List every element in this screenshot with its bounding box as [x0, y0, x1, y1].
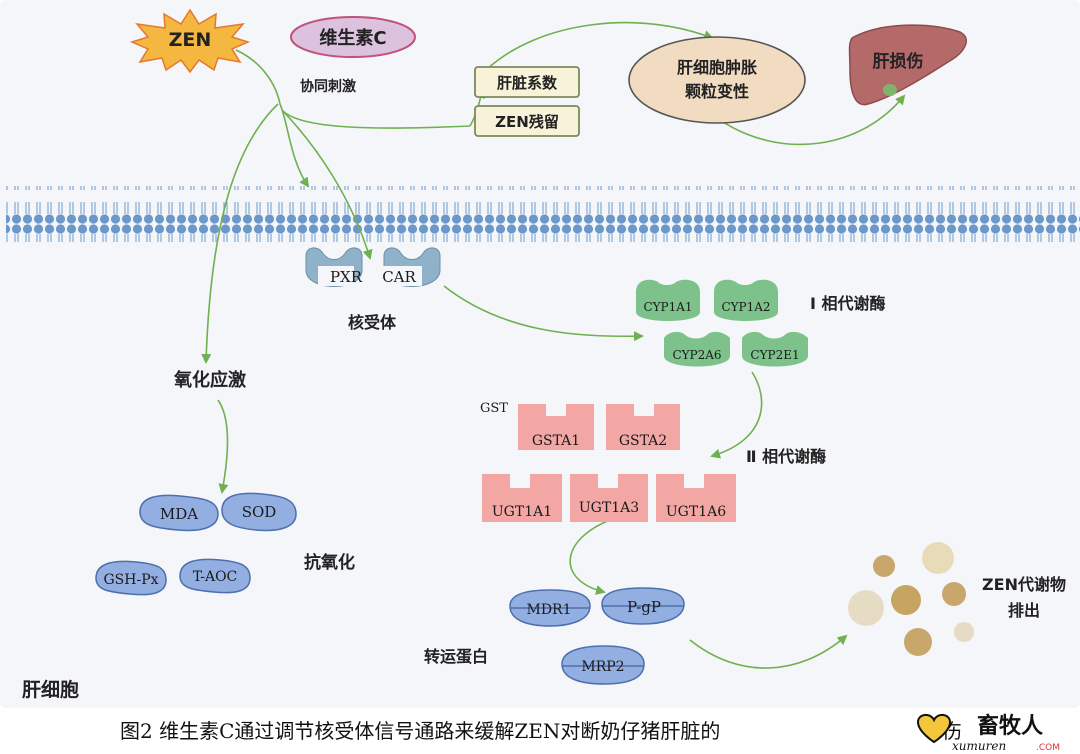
enzyme-t-aoc: T-AOC	[179, 558, 251, 594]
cell-swelling-line2: 颗粒变性	[685, 82, 749, 101]
arrow-to-excretion	[689, 634, 848, 669]
nuclear-receptor-label: 核受体	[348, 313, 397, 332]
receptor-car: CAR	[378, 247, 441, 287]
svg-text:MDA: MDA	[160, 505, 198, 523]
zen-residue-box: ZEN残留	[474, 105, 580, 137]
transport-proteins: MDR1 P-gP MRP2	[509, 587, 685, 685]
cell-swelling-line1: 肝细胞肿胀	[677, 58, 757, 77]
svg-text:UGT1A1: UGT1A1	[492, 504, 552, 520]
svg-text:GSTA1: GSTA1	[532, 433, 580, 449]
metabolite-spheres	[848, 542, 974, 656]
figure-caption: 图2 维生素C通过调节核受体信号通路来缓解ZEN对断奶仔猪肝脏的	[120, 719, 720, 743]
svg-text:UGT1A3: UGT1A3	[579, 500, 639, 516]
arrow-top-link	[281, 109, 471, 129]
watermark-url-main: xumuren	[952, 739, 1006, 753]
enzyme-ugt1a3: UGT1A3	[570, 474, 648, 522]
phase2-enzymes: GSTA1 GSTA2 UGT1A1 UGT1A3 UGT1A6	[482, 404, 736, 522]
vitamin-c-label: 维生素C	[319, 27, 386, 49]
enzyme-cyp1a2: CYP1A2	[714, 279, 778, 321]
antioxidant-label: 抗氧化	[304, 552, 355, 573]
svg-text:GSTA2: GSTA2	[619, 433, 667, 449]
transport-protein-label: 转运蛋白	[424, 647, 488, 666]
svg-text:MDR1: MDR1	[526, 602, 571, 618]
enzyme-ugt1a6: UGT1A6	[656, 474, 736, 522]
protein-p-gp: P-gP	[601, 587, 685, 625]
heart-logo-icon	[916, 714, 952, 744]
zen-residue-label: ZEN残留	[495, 113, 559, 131]
svg-text:CYP1A1: CYP1A1	[643, 300, 692, 314]
svg-text:GSH-Px: GSH-Px	[103, 572, 158, 588]
enzyme-gsta2: GSTA2	[606, 404, 680, 450]
enzyme-cyp2e1: CYP2E1	[742, 331, 808, 367]
receptor-pxr: PXR	[305, 247, 363, 287]
protein-mrp2: MRP2	[561, 645, 645, 685]
arrow-to-transporters	[569, 519, 611, 595]
phase1-enzymes: CYP1A1 CYP1A2 CYP2A6 CYP2E1	[636, 279, 808, 367]
excretion-line1: ZEN代谢物	[982, 575, 1066, 594]
co-stimulation-label: 协同刺激	[300, 78, 356, 95]
enzyme-cyp2a6: CYP2A6	[664, 331, 730, 367]
phase1-label: Ⅰ 相代谢酶	[810, 294, 886, 313]
liver-injury-label: 肝损伤	[873, 51, 924, 72]
vitamin-c-node: 维生素C	[290, 16, 416, 58]
car-label: CAR	[382, 268, 416, 286]
cell-membrane	[6, 186, 1080, 242]
arrow-to-swelling	[485, 21, 714, 71]
liver-index-label: 肝脏系数	[497, 74, 558, 92]
pxr-label: PXR	[330, 268, 363, 286]
protein-mdr1: MDR1	[509, 589, 591, 627]
arrow-to-phase1	[443, 285, 644, 342]
enzyme-sod: SOD	[221, 492, 297, 532]
svg-text:MRP2: MRP2	[581, 659, 624, 675]
zen-label: ZEN	[169, 29, 212, 51]
arrow-to-oxidative-stress	[201, 103, 279, 364]
faint-gst-text: GST	[480, 401, 508, 416]
phase2-label: Ⅱ 相代谢酶	[746, 447, 826, 466]
watermark-url-tld: .COM	[1036, 743, 1060, 753]
enzyme-cyp1a1: CYP1A1	[636, 279, 700, 321]
svg-text:P-gP: P-gP	[627, 598, 661, 616]
svg-text:SOD: SOD	[242, 503, 277, 521]
oxidative-stress-label: 氧化应激	[173, 369, 246, 391]
svg-text:CYP2E1: CYP2E1	[750, 348, 799, 362]
antioxidant-enzymes: MDA SOD GSH-Px T-AOC	[95, 492, 297, 596]
svg-text:CYP1A2: CYP1A2	[721, 300, 770, 314]
enzyme-gsta1: GSTA1	[518, 404, 594, 450]
enzyme-gsh-px: GSH-Px	[95, 560, 167, 596]
watermark: 畜牧人 xumuren .COM	[916, 713, 1060, 753]
liver-index-box: 肝脏系数	[474, 66, 580, 98]
arrow-to-phase2	[710, 371, 763, 459]
arrow-to-receptor-left	[235, 49, 310, 188]
hepatocyte-label: 肝细胞	[22, 678, 79, 701]
svg-text:CYP2A6: CYP2A6	[672, 348, 721, 362]
enzyme-mda: MDA	[139, 494, 219, 532]
svg-text:T-AOC: T-AOC	[193, 569, 238, 585]
arrow-to-liver-injury	[719, 94, 906, 146]
cell-swelling-node: 肝细胞肿胀 颗粒变性	[628, 36, 806, 124]
arrow-to-car	[281, 109, 373, 260]
zen-star: ZEN	[129, 8, 251, 74]
enzyme-ugt1a1: UGT1A1	[482, 474, 562, 522]
liver-icon: 肝损伤	[848, 24, 967, 106]
arrow-to-mda	[217, 399, 229, 494]
excretion-line2: 排出	[1008, 601, 1040, 620]
watermark-brand: 畜牧人	[977, 713, 1043, 739]
pathway-arrows	[201, 21, 906, 669]
svg-text:UGT1A6: UGT1A6	[666, 504, 726, 520]
